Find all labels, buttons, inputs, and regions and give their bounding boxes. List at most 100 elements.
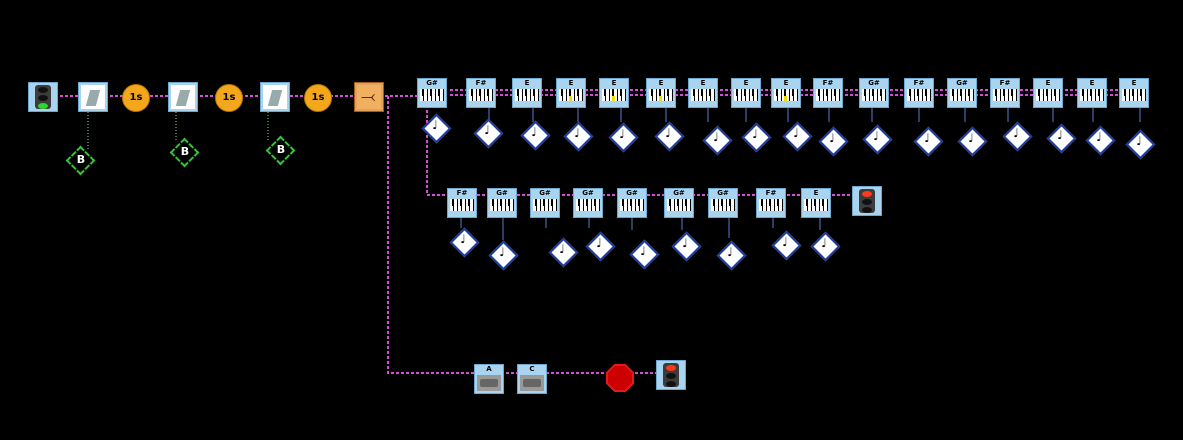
- start-traffic-light[interactable]: [28, 82, 58, 112]
- timer-label: 1s: [129, 92, 143, 103]
- piano-block[interactable]: G#: [530, 188, 560, 218]
- piano-icon: [559, 89, 583, 101]
- sensor-block-3[interactable]: [260, 82, 290, 112]
- note-label: F#: [822, 79, 834, 87]
- note-label: G#: [673, 189, 685, 197]
- piano-icon: [450, 199, 474, 211]
- note-label: G#: [582, 189, 594, 197]
- timer-block-2[interactable]: 1s: [215, 84, 243, 112]
- piano-block[interactable]: E: [646, 78, 676, 108]
- note-label: E: [783, 79, 789, 87]
- note-glyph: ♩: [782, 234, 788, 249]
- sensor-block-2[interactable]: [168, 82, 198, 112]
- piano-icon: [515, 89, 539, 101]
- piano-block[interactable]: E: [556, 78, 586, 108]
- note-glyph: ♩: [619, 126, 625, 141]
- note-label: G#: [868, 79, 880, 87]
- piano-icon: [816, 89, 840, 101]
- piano-block[interactable]: E: [731, 78, 761, 108]
- timer-label: 1s: [311, 92, 325, 103]
- sensor-block-1[interactable]: [78, 82, 108, 112]
- piano-block[interactable]: G#: [573, 188, 603, 218]
- stop-sign-icon[interactable]: [606, 364, 634, 392]
- piano-block[interactable]: G#: [859, 78, 889, 108]
- piano-icon: [576, 199, 600, 211]
- note-glyph: ♩: [432, 117, 438, 132]
- piano-block[interactable]: E: [688, 78, 718, 108]
- note-glyph: ♩: [793, 125, 799, 140]
- piano-block[interactable]: E: [1077, 78, 1107, 108]
- piano-block[interactable]: F#: [756, 188, 786, 218]
- piano-icon: [620, 199, 644, 211]
- piano-icon: [862, 89, 886, 101]
- note-glyph: ♩: [873, 128, 879, 143]
- note-label: E: [1089, 79, 1095, 87]
- piano-icon: [1080, 89, 1104, 101]
- note-glyph: ♩: [640, 243, 646, 258]
- piano-block[interactable]: F#: [990, 78, 1020, 108]
- note-label: E: [1131, 79, 1137, 87]
- piano-block[interactable]: E: [1119, 78, 1149, 108]
- piano-icon: [711, 199, 735, 211]
- piano-block[interactable]: E: [599, 78, 629, 108]
- note-label: E: [700, 79, 706, 87]
- note-label: E: [568, 79, 574, 87]
- timer-block-3[interactable]: 1s: [304, 84, 332, 112]
- motor-block-a[interactable]: A: [474, 364, 504, 394]
- piano-block[interactable]: G#: [417, 78, 447, 108]
- piano-icon: [950, 89, 974, 101]
- end-traffic-light-b[interactable]: [852, 186, 882, 216]
- note-label: E: [658, 79, 664, 87]
- piano-block[interactable]: E: [771, 78, 801, 108]
- piano-icon: [667, 199, 691, 211]
- end-traffic-light-motor[interactable]: [656, 360, 686, 390]
- note-label: F#: [475, 79, 487, 87]
- note-label: E: [611, 79, 617, 87]
- motor-block-c[interactable]: C: [517, 364, 547, 394]
- note-label: E: [813, 189, 819, 197]
- piano-icon: [1036, 89, 1060, 101]
- piano-block[interactable]: G#: [617, 188, 647, 218]
- piano-block[interactable]: G#: [708, 188, 738, 218]
- piano-icon: [907, 89, 931, 101]
- note-glyph: ♩: [821, 235, 827, 250]
- sensor-icon: [263, 85, 287, 109]
- timer-block-1[interactable]: 1s: [122, 84, 150, 112]
- piano-block[interactable]: G#: [487, 188, 517, 218]
- piano-block[interactable]: G#: [947, 78, 977, 108]
- piano-block[interactable]: F#: [447, 188, 477, 218]
- note-label: F#: [456, 189, 468, 197]
- b-marker-label: B: [76, 153, 86, 167]
- branch-block[interactable]: [354, 82, 384, 112]
- piano-block[interactable]: E: [801, 188, 831, 218]
- note-label: G#: [956, 79, 968, 87]
- note-glyph: ♩: [531, 124, 537, 139]
- piano-icon: [804, 199, 828, 211]
- note-glyph: ♩: [460, 231, 466, 246]
- note-links-a: [488, 108, 1141, 122]
- piano-icon: [774, 89, 798, 101]
- note-label: G#: [539, 189, 551, 197]
- piano-icon: [533, 199, 557, 211]
- motor-icon: [477, 375, 501, 391]
- piano-icon: [469, 89, 493, 101]
- piano-block[interactable]: E: [1033, 78, 1063, 108]
- note-label: G#: [626, 189, 638, 197]
- piano-block[interactable]: F#: [466, 78, 496, 108]
- note-glyph: ♩: [713, 129, 719, 144]
- motor-icon: [520, 375, 544, 391]
- note-glyph: ♩: [682, 235, 688, 250]
- piano-block[interactable]: G#: [664, 188, 694, 218]
- piano-block[interactable]: E: [512, 78, 542, 108]
- piano-block[interactable]: F#: [904, 78, 934, 108]
- note-label: E: [743, 79, 749, 87]
- note-label: F#: [913, 79, 925, 87]
- piano-block[interactable]: F#: [813, 78, 843, 108]
- piano-icon: [420, 89, 444, 101]
- note-glyph: ♩: [574, 125, 580, 140]
- note-glyph: ♩: [484, 122, 490, 137]
- motor-label: C: [529, 365, 535, 373]
- piano-icon: [993, 89, 1017, 101]
